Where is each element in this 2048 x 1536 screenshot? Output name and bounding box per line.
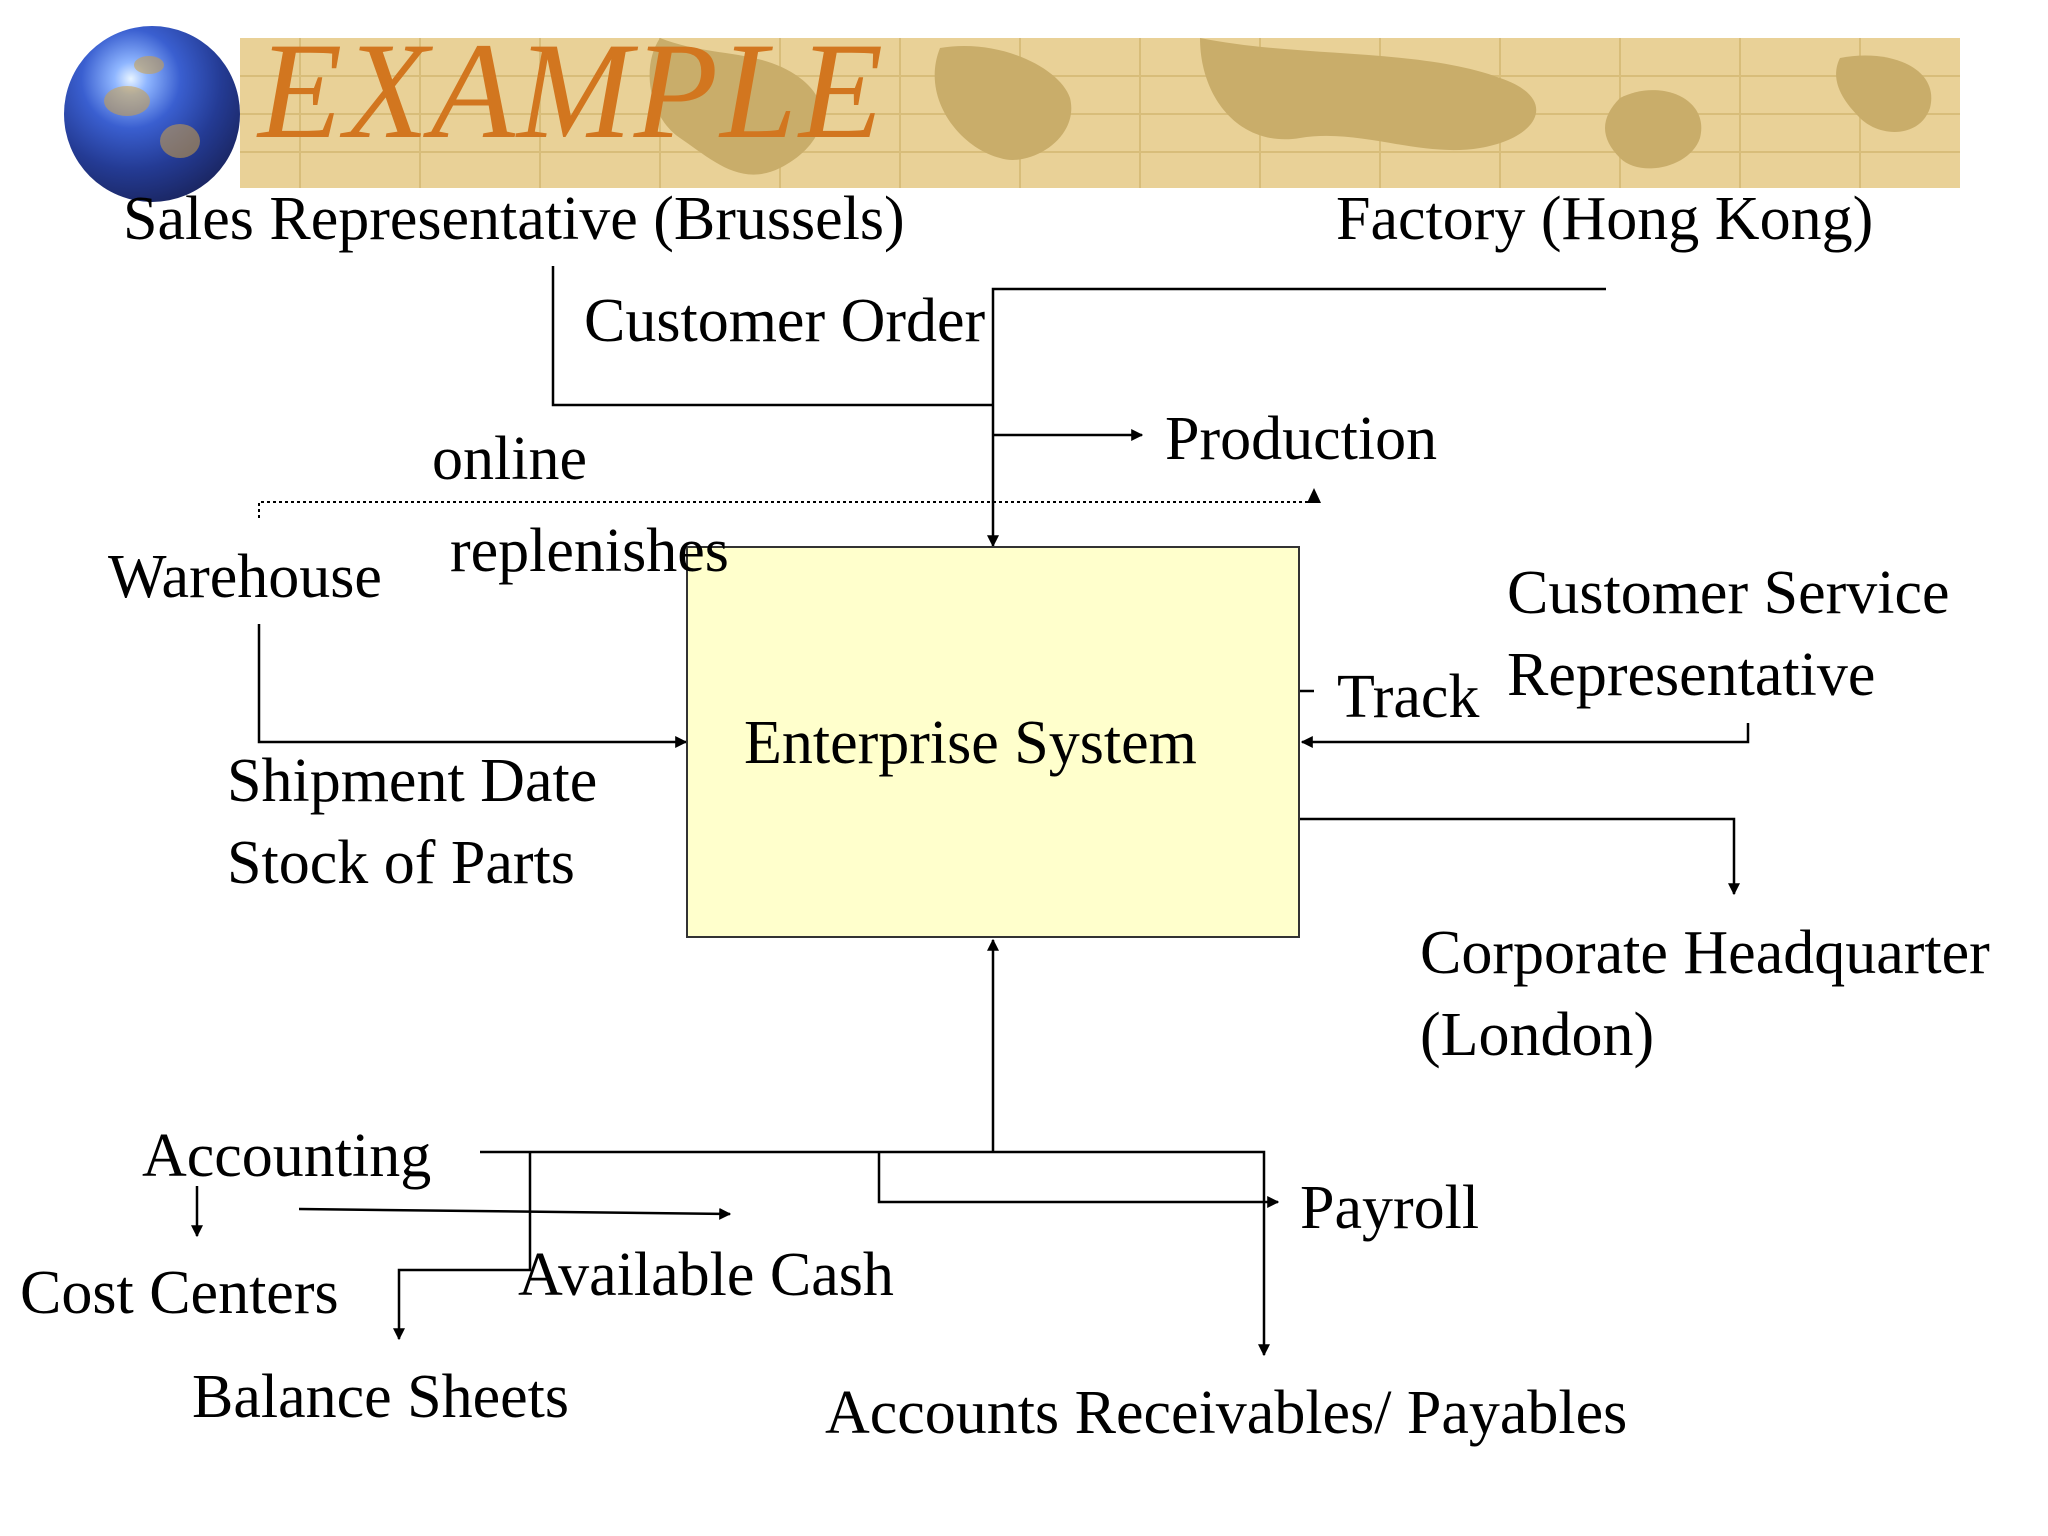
accounting-label: Accounting — [142, 1122, 432, 1190]
warehouse-line — [257, 624, 688, 748]
payroll-line — [877, 1152, 1280, 1208]
track-line — [1260, 689, 1740, 896]
cost-centers-label: Cost Centers — [20, 1259, 339, 1327]
warehouse-label: Warehouse — [108, 543, 382, 611]
customer-service-label-2: Representative — [1507, 641, 1876, 709]
payroll-label: Payroll — [1300, 1174, 1480, 1242]
ar-ap-label: Accounts Receivables/ Payables — [825, 1379, 1628, 1447]
online-replenishes-line — [258, 501, 1314, 518]
track-label: Track — [1337, 663, 1480, 731]
enterprise-system-label: Enterprise System — [744, 709, 1197, 777]
customer-order-label: Customer Order — [584, 287, 986, 355]
factory-line — [987, 287, 1606, 548]
enterprise-system-box: Enterprise System — [686, 546, 1300, 938]
globe-icon — [64, 26, 240, 202]
factory-label: Factory (Hong Kong) — [1336, 185, 1874, 253]
available-cash-line — [298, 1207, 732, 1220]
page-title: EXAMPLE — [258, 14, 886, 167]
replenishes-label: replenishes — [450, 517, 729, 585]
available-cash-label: Available Cash — [518, 1241, 894, 1309]
customer-service-line — [1300, 723, 1750, 748]
balance-sheets-label: Balance Sheets — [192, 1363, 570, 1431]
balance-sheets-line — [393, 1152, 532, 1341]
sales-order-line — [551, 266, 993, 407]
corporate-hq-label-2: (London) — [1420, 1001, 1655, 1069]
banner-map-grid — [240, 38, 1960, 188]
customer-service-label-1: Customer Service — [1507, 559, 1950, 627]
production-label: Production — [1165, 405, 1438, 473]
accounting-bus — [480, 1150, 1270, 1357]
corporate-hq-label-1: Corporate Headquarter — [1420, 919, 1990, 987]
online-label: online — [432, 425, 587, 493]
sales-rep-label: Sales Representative (Brussels) — [123, 185, 905, 253]
shipment-date-label: Shipment Date — [227, 747, 598, 815]
title-banner — [240, 38, 1960, 188]
stock-of-parts-label: Stock of Parts — [227, 829, 575, 897]
online-arrowhead — [1307, 488, 1321, 503]
